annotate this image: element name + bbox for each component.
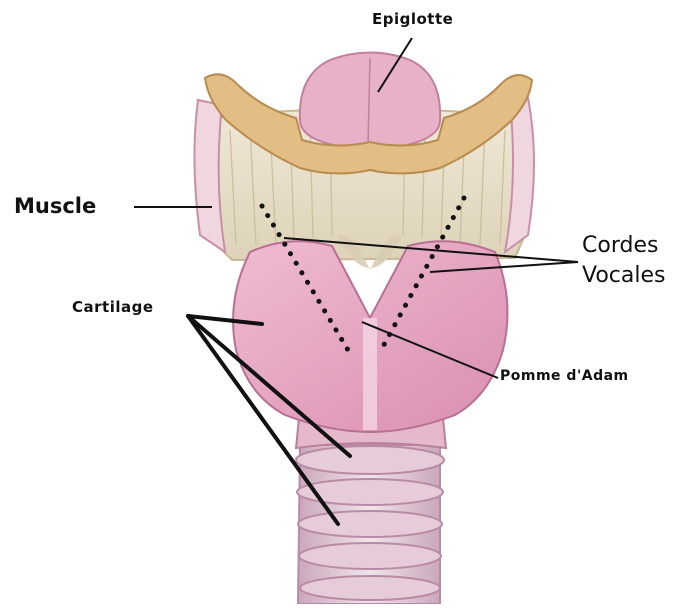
trachea-ring [297, 479, 443, 505]
label-cordes-line2: Vocales [582, 261, 666, 291]
trachea-ring [296, 446, 444, 474]
label-epiglotte: Epiglotte [372, 10, 453, 28]
label-pomme-d-adam: Pomme d'Adam [500, 368, 629, 384]
label-cordes-vocales: Cordes Vocales [582, 231, 666, 291]
trachea-ring [298, 511, 442, 537]
label-muscle: Muscle [14, 194, 96, 218]
trachea-ring [299, 543, 441, 569]
trachea-ring [300, 576, 440, 600]
label-cordes-line1: Cordes [582, 231, 666, 261]
trachea [296, 445, 444, 604]
label-cartilage: Cartilage [72, 298, 154, 316]
